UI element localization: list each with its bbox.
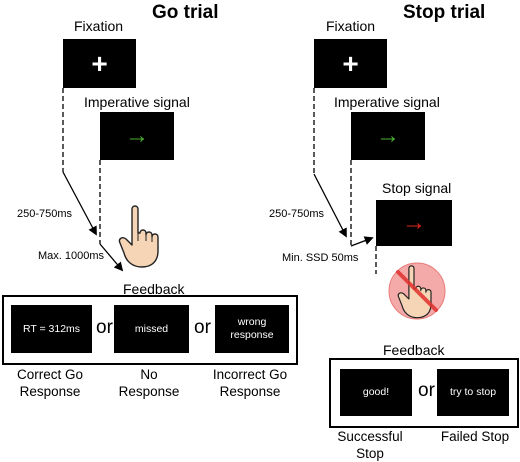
stop-feedback-box: good! or try to stop (329, 358, 519, 428)
stop-ssd-label: Min. SSD 50ms (282, 252, 359, 264)
feedback-text: missed (134, 322, 169, 335)
go-imperative-label: Imperative signal (84, 94, 190, 110)
stop-feedback-good: good! (340, 369, 412, 416)
stop-signal-label: Stop signal (382, 180, 452, 196)
pointing-hand-icon (118, 205, 159, 268)
go-feedback-label: Feedback (123, 281, 185, 297)
stop-fixation-label: Fixation (326, 18, 376, 34)
prohibited-hand-icon (388, 262, 446, 320)
fixation-cross: + (342, 47, 359, 79)
caption-correct-go: Correct Go Response (16, 367, 84, 399)
fixation-cross: + (91, 47, 108, 79)
go-max-label: Max. 1000ms (38, 250, 105, 262)
go-trial-title: Go trial (152, 2, 219, 23)
feedback-text: RT = 312ms (22, 322, 81, 335)
go-feedback-missed: missed (114, 305, 189, 353)
stop-delay-label: 250-750ms (269, 208, 325, 220)
stop-feedback-label: Feedback (383, 342, 445, 358)
go-max-arrow (99, 243, 124, 272)
go-feedback-wrong: wrong response (215, 305, 289, 353)
go-fixation-screen: + (63, 39, 136, 88)
feedback-text: try to stop (449, 386, 497, 398)
stop-imperative-screen: → (351, 112, 425, 160)
or-text: or (194, 317, 211, 338)
go-fixation-label: Fixation (74, 18, 124, 34)
green-arrow-icon: → (125, 122, 149, 149)
caption-successful-stop: Successful Stop (337, 429, 403, 461)
stop-delay-arrow (313, 173, 347, 238)
caption-no-response: No Response (118, 367, 180, 399)
caption-incorrect-go: Incorrect Go Response (212, 367, 288, 399)
stop-feedback-try: try to stop (437, 369, 509, 416)
stop-signal-screen: → (376, 200, 452, 246)
go-imperative-screen: → (100, 112, 174, 160)
stop-ssd-arrow (350, 236, 374, 247)
red-arrow-icon: → (402, 209, 426, 236)
go-feedback-correct: RT = 312ms (11, 305, 92, 353)
green-arrow-icon: → (376, 122, 400, 149)
feedback-text: wrong response (230, 316, 274, 341)
feedback-text: good! (362, 386, 390, 398)
or-text: or (418, 380, 435, 401)
go-feedback-box: RT = 312ms or missed or wrong response (2, 295, 298, 365)
go-delay-label: 250-750ms (17, 208, 73, 220)
caption-failed-stop: Failed Stop (440, 429, 510, 444)
stop-imperative-label: Imperative signal (334, 94, 440, 110)
stop-fixation-screen: + (314, 39, 387, 88)
stop-trial-title: Stop trial (403, 2, 486, 23)
go-delay-arrow (62, 171, 97, 236)
or-text: or (96, 317, 113, 338)
